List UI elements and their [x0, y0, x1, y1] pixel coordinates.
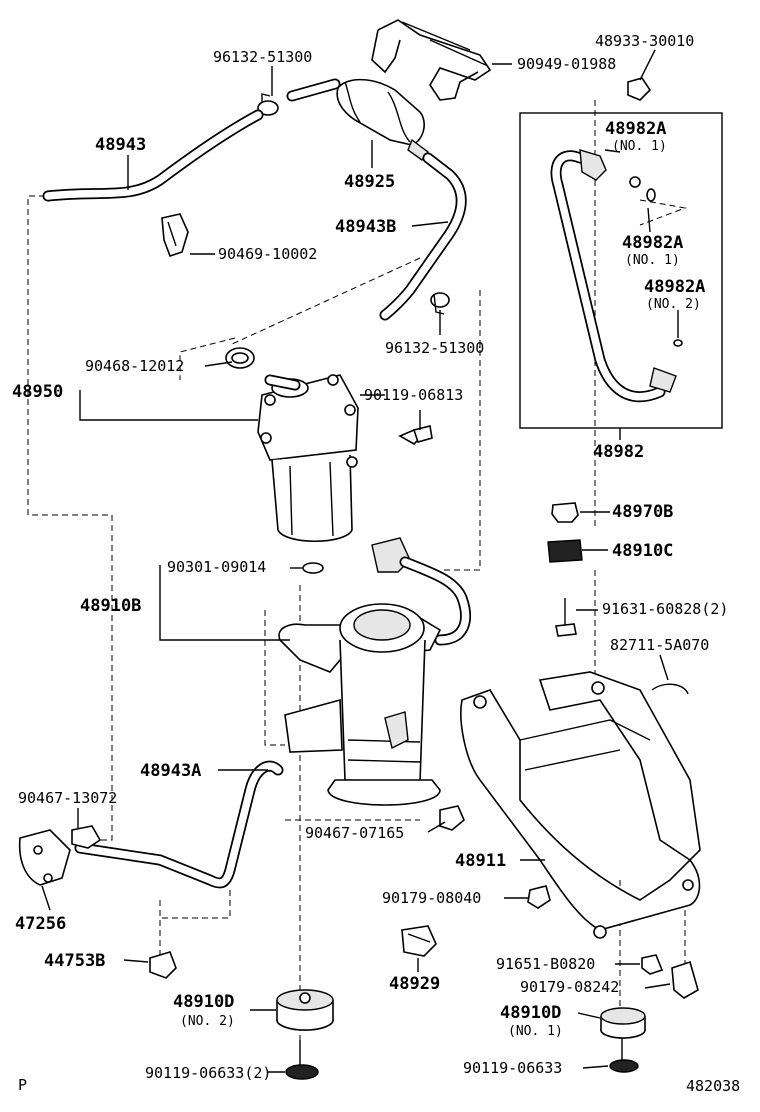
- label-90179-08040: 90179-08040: [382, 889, 481, 907]
- clip-47256-part: [18, 825, 102, 886]
- label-90119-06633-left: 90119-06633(2): [145, 1064, 271, 1082]
- label-48925: 48925: [344, 172, 395, 192]
- clip-44753b-part: [149, 951, 177, 979]
- label-91651-b0820: 91651-B0820: [496, 955, 595, 973]
- label-48982a-2: 48982A: [622, 233, 683, 253]
- label-48970b: 48970B: [612, 502, 673, 522]
- nut-90179-08040-part: [527, 885, 551, 909]
- label-48982a-1-no: (NO. 1): [612, 139, 667, 154]
- bolt-91651-b0820-part: [641, 954, 664, 975]
- clip-90467-07165-part: [439, 805, 465, 831]
- label-96132-51300-mid: 96132-51300: [385, 339, 484, 357]
- bolt-90119-06633-right-part: [609, 1038, 639, 1073]
- label-44753b: 44753B: [44, 951, 105, 971]
- label-48950: 48950: [12, 382, 63, 402]
- o-ring-90468-12012-part: [225, 347, 255, 369]
- clamp-96132-51300-top-part: [257, 93, 279, 116]
- label-48982a-1: 48982A: [605, 119, 666, 139]
- vacuum-pump-48950-part: [257, 374, 359, 543]
- clip-90469-10002-part: [161, 213, 189, 258]
- drawing-number: 482038: [686, 1077, 740, 1095]
- bolt-91631-60828-part: [555, 598, 577, 637]
- harness-connector-part: [371, 537, 471, 646]
- label-90949-01988: 90949-01988: [517, 55, 616, 73]
- clip-90949-01988-part: [371, 19, 492, 101]
- label-90467-07165: 90467-07165: [305, 824, 404, 842]
- label-82711-5a070: 82711-5A070: [610, 636, 709, 654]
- gasket-90301-09014-part: [302, 562, 324, 574]
- connector-48933-30010-part: [627, 77, 652, 101]
- label-91631-60828: 91631-60828(2): [602, 600, 728, 618]
- bolt-90119-06813-part: [398, 425, 433, 445]
- label-90301-09014: 90301-09014: [167, 558, 266, 576]
- label-48910c: 48910C: [612, 541, 673, 561]
- label-48982a-3: 48982A: [644, 277, 705, 297]
- label-48943a: 48943A: [140, 761, 201, 781]
- leader-lines: [41, 49, 679, 1073]
- label-48911: 48911: [455, 851, 506, 871]
- label-48943: 48943: [95, 135, 146, 155]
- cushion-48910d-no2-part: [276, 989, 334, 1031]
- bracket-48911-part: [460, 671, 701, 939]
- label-48910b: 48910B: [80, 596, 141, 616]
- label-48910d-no1-no: (NO. 1): [508, 1024, 563, 1039]
- clamp-96132-51300-mid-part: [430, 292, 450, 315]
- corner-letter: P: [18, 1076, 27, 1094]
- label-48982a-3-no: (NO. 2): [646, 297, 701, 312]
- label-90468-12012: 90468-12012: [85, 357, 184, 375]
- label-48982: 48982: [593, 442, 644, 462]
- clip-82711-5a070-part: [651, 683, 689, 695]
- label-90119-06633-right: 90119-06633: [463, 1059, 562, 1077]
- label-48910d-no2-no: (NO. 2): [180, 1014, 235, 1029]
- label-48910d-no1: 48910D: [500, 1003, 561, 1023]
- bolt-90119-06633-left-part: [285, 1040, 319, 1080]
- label-48929: 48929: [389, 974, 440, 994]
- sensor-pipe-48982-part: [550, 149, 683, 403]
- assembly-dashed-lines: [27, 100, 687, 1075]
- filter-48925-part: [286, 78, 429, 161]
- label-96132-51300-top: 96132-51300: [213, 48, 312, 66]
- cushion-48910d-no1-part: [600, 1007, 646, 1039]
- label-48910d-no2: 48910D: [173, 992, 234, 1012]
- label-90467-13072: 90467-13072: [18, 789, 117, 807]
- label-47256: 47256: [15, 914, 66, 934]
- label-48943b: 48943B: [335, 217, 396, 237]
- hose-48943b-part: [379, 152, 467, 321]
- part-labels: 96132-51300 90949-01988 48933-30010 4894…: [12, 32, 740, 1095]
- sensor-assembly-inset-box: [519, 112, 723, 429]
- label-48982a-2-no: (NO. 1): [625, 253, 680, 268]
- grommet-48929-part: [401, 925, 437, 957]
- hose-48943a-part: [74, 760, 284, 889]
- cap-48970b-part: [551, 502, 579, 523]
- label-90469-10002: 90469-10002: [218, 245, 317, 263]
- hose-48943-part: [42, 109, 264, 202]
- label-90179-08242: 90179-08242: [520, 978, 619, 996]
- bush-48910c-part: [547, 539, 583, 563]
- label-48933-30010: 48933-30010: [595, 32, 694, 50]
- bracket-90179-08242-part: [671, 960, 699, 999]
- pump-motor-48910b-part: [278, 603, 442, 806]
- label-90119-06813: 90119-06813: [364, 386, 463, 404]
